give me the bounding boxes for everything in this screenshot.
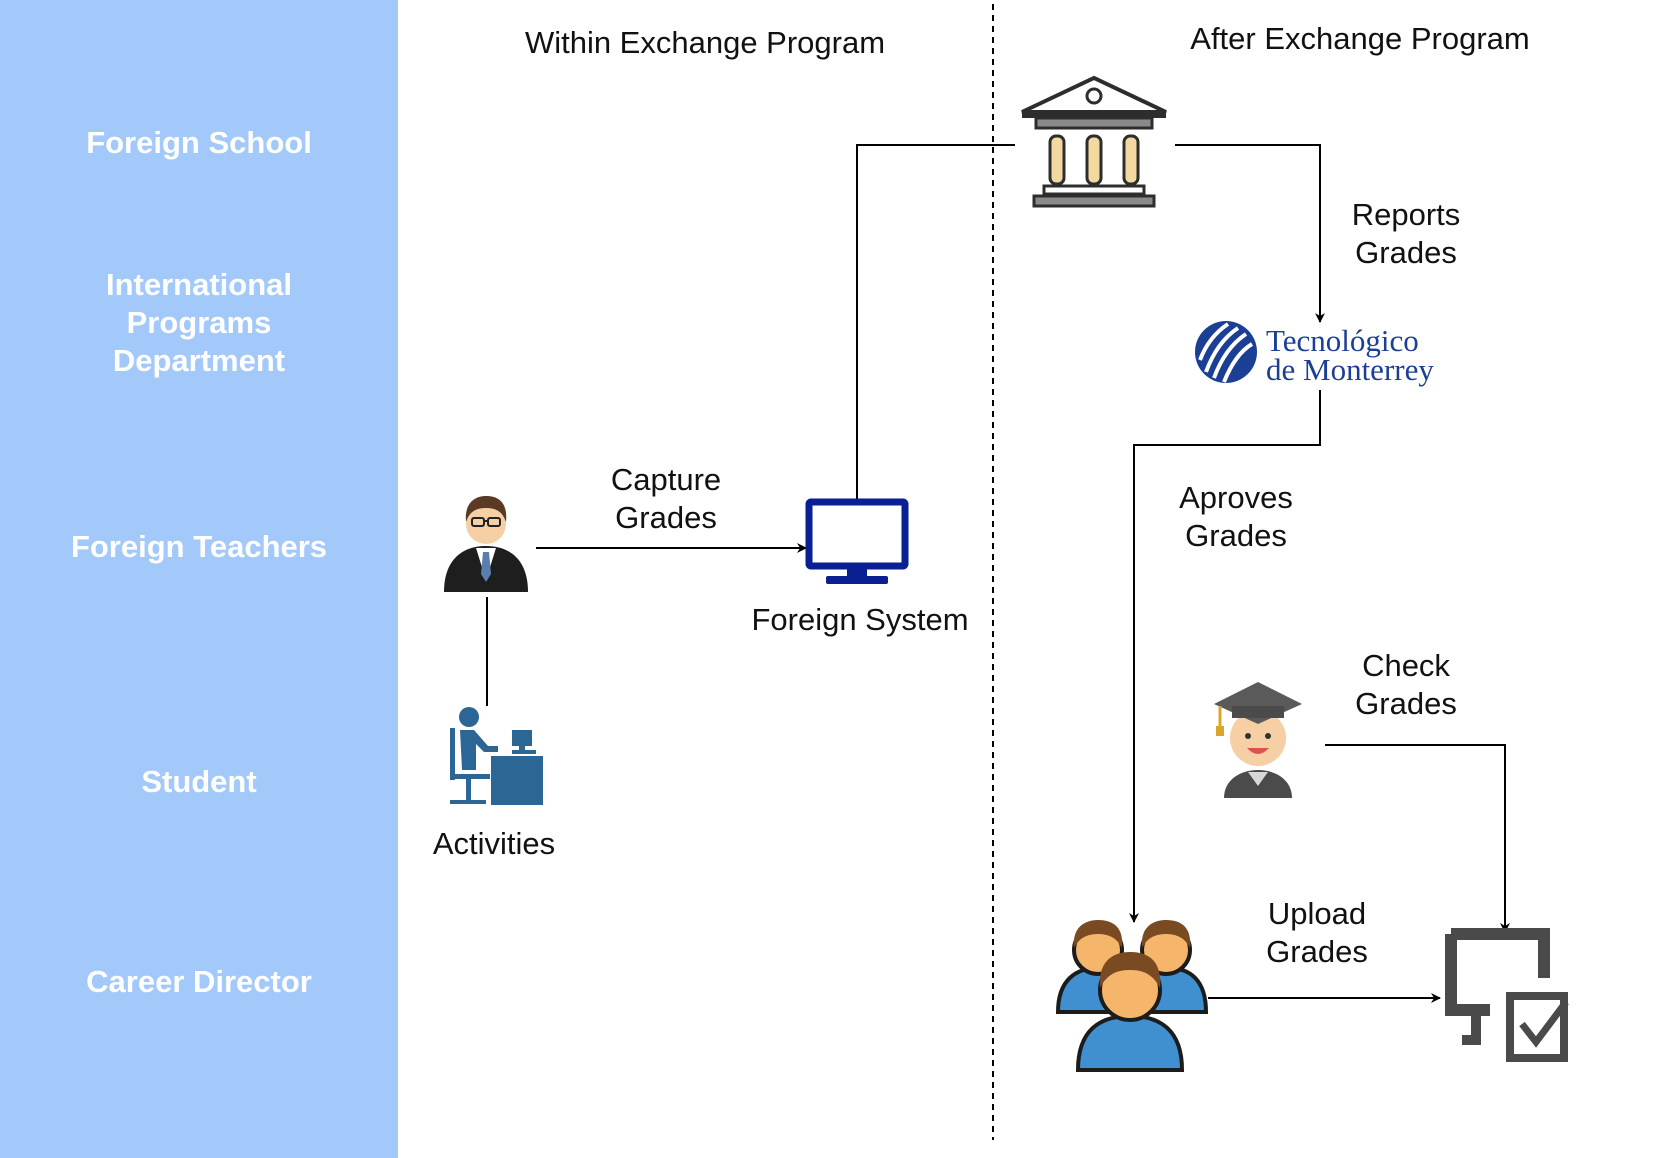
lane-label-international-programs: International Programs Department xyxy=(105,267,292,378)
lane-label-student: Student xyxy=(141,764,257,799)
person-at-desk-icon xyxy=(450,707,543,805)
edge-label-aproves-grades: Aproves Grades xyxy=(1179,480,1293,553)
lane-label-foreign-teachers: Foreign Teachers xyxy=(70,529,328,564)
graduate-student-icon xyxy=(1214,682,1302,798)
edge-label-capture-grades: Capture Grades xyxy=(610,462,722,535)
column-header-within: Within Exchange Program xyxy=(524,25,886,60)
edge-student-to-grades-system xyxy=(1325,744,1510,933)
swimlane-panel xyxy=(0,0,398,1158)
lane-label-foreign-school: Foreign School xyxy=(86,125,312,160)
column-header-after: After Exchange Program xyxy=(1190,21,1530,56)
foreign-system-label: Foreign System xyxy=(751,602,969,637)
edge-school-to-tec xyxy=(1175,144,1325,323)
activities-label: Activities xyxy=(432,826,556,861)
edge-tec-to-career-director xyxy=(1129,390,1321,923)
edge-label-check-grades: Check Grades xyxy=(1355,648,1457,721)
lane-label-career-director: Career Director xyxy=(86,964,312,999)
user-group-icon xyxy=(1055,920,1209,1072)
edge-label-upload-grades: Upload Grades xyxy=(1266,896,1368,969)
edge-label-reports-grades: Reports Grades xyxy=(1351,197,1461,270)
tec-logo-wordmark: Tecnológico de Monterrey xyxy=(1266,323,1434,387)
computer-monitor-icon xyxy=(805,498,909,584)
tec-logo-emblem-icon xyxy=(1195,321,1257,383)
monitor-checkmark-icon xyxy=(1445,928,1569,1062)
teacher-avatar-icon xyxy=(444,496,528,592)
institution-building-icon xyxy=(1021,75,1167,208)
edge-foreign-system-to-school xyxy=(856,144,1015,500)
